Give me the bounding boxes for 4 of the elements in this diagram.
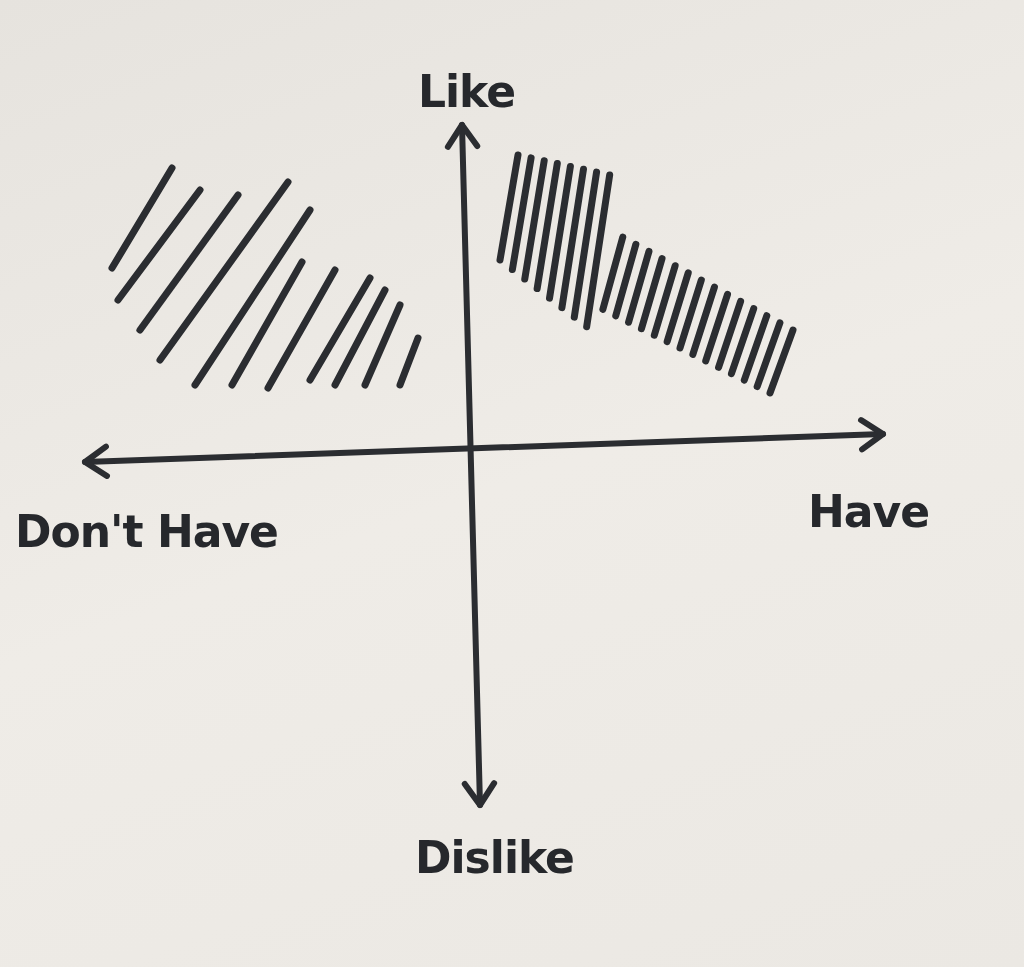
axis-label: Don't Have xyxy=(15,510,278,554)
axis-label: Have xyxy=(808,490,930,534)
axis-label: Dislike xyxy=(415,836,574,880)
axis-label: Like xyxy=(418,70,516,114)
